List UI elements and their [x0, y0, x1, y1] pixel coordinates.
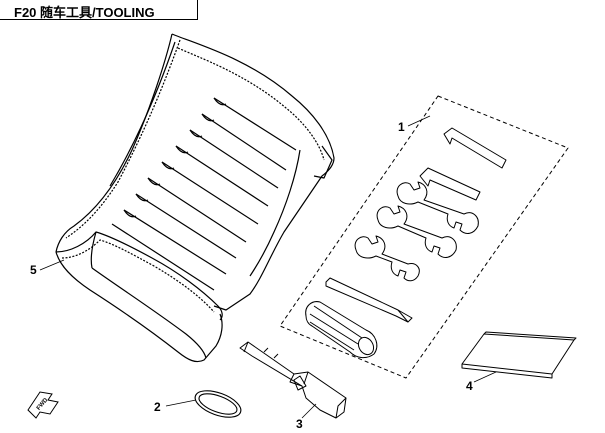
leader-lines — [39, 115, 497, 419]
callout-1: 1 — [398, 120, 405, 134]
callout-4: 4 — [466, 379, 473, 393]
owners-manual — [461, 331, 577, 379]
callout-3: 3 — [296, 417, 303, 431]
forward-arrow-icon: FWD — [27, 391, 59, 419]
page-title: F20 随车工具/TOOLING — [14, 5, 155, 20]
spark-plug-wrench — [239, 341, 347, 419]
tool-bag — [55, 33, 335, 363]
leader-line-1 — [407, 115, 431, 127]
o-ring — [194, 390, 242, 418]
title-box: F20 随车工具/TOOLING — [0, 0, 198, 20]
leader-line-3 — [301, 403, 317, 419]
leader-line-4 — [473, 371, 497, 383]
callout-5: 5 — [30, 263, 37, 277]
tool-set-group — [279, 95, 569, 379]
leader-line-5 — [39, 259, 65, 271]
callout-2: 2 — [154, 400, 161, 414]
leader-line-2 — [165, 399, 197, 407]
